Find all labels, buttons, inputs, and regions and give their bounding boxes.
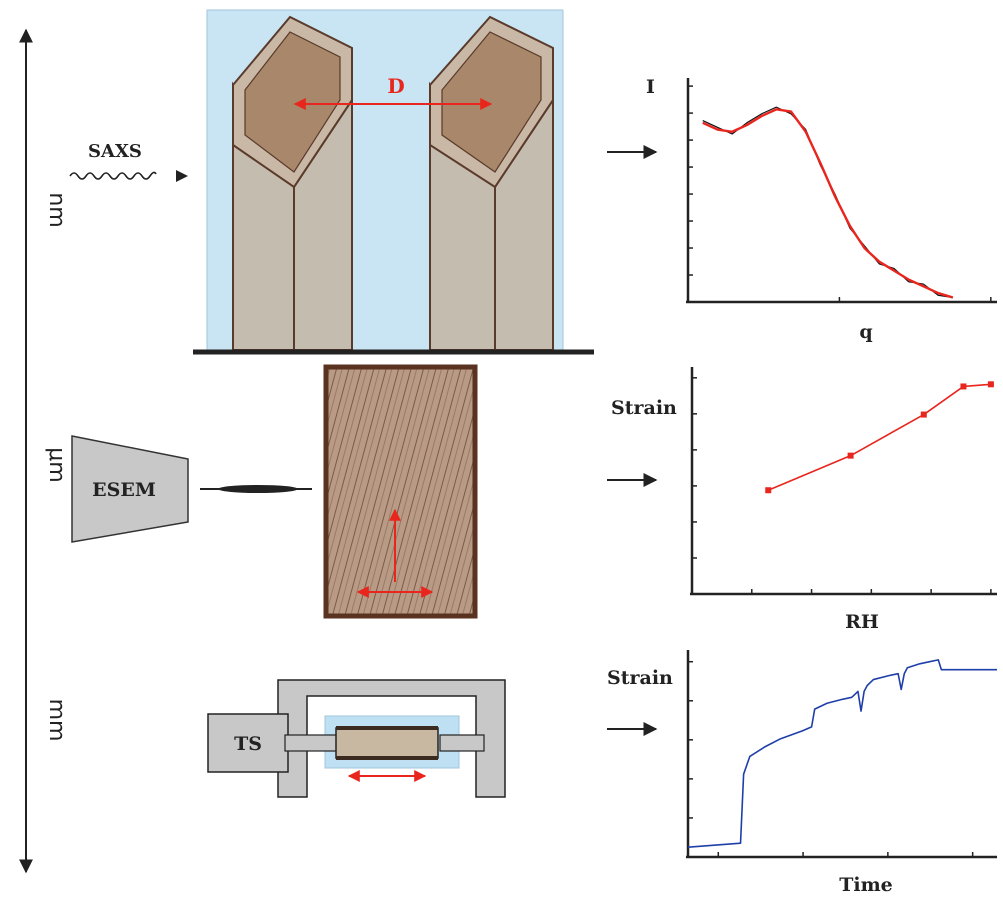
chart-saxs: I q [646,76,997,343]
scale-label-mm: mm [44,699,69,742]
ts-row: TS [207,679,506,798]
scale-label-um: μm [44,447,69,482]
chart-time-lines [687,659,997,848]
data-point [765,487,772,494]
series-line [687,659,997,848]
chart-rh-lines [765,381,994,494]
data-point [920,411,927,418]
chart-rh: Strain RH [611,367,997,633]
saxs-label: SAXS [88,141,142,162]
esem-label: ESEM [92,479,156,501]
esem-row: ESEM [71,364,478,619]
row-arrows [607,145,658,736]
ts-label: TS [234,733,262,755]
ts-frame [277,679,506,798]
chart-saxs-ticks [687,85,992,302]
chart-saxs-ylabel: I [646,76,655,98]
esem-detector [71,435,189,543]
data-point [987,381,994,388]
chart-time-ticks [688,660,974,857]
distance-label: D [387,74,404,98]
series-line [767,383,991,491]
ts-left-grip [284,734,341,752]
fibril-left [232,15,353,351]
chart-time-xlabel: Time [839,874,893,896]
ts-motor-box [207,713,289,773]
chart-time-ylabel: Strain [607,667,673,689]
chart-saxs-lines [702,106,954,299]
chart-rh-xlabel: RH [845,611,879,633]
xray-arrowhead [176,170,188,182]
chart-rh-ylabel: Strain [611,397,677,419]
chart-rh-ticks [692,377,992,594]
scale-axis: nm μm mm [19,28,69,874]
ts-sample [335,727,439,759]
xray-wave [69,171,157,180]
data-point [847,452,854,459]
data-point [960,383,967,390]
scale-label-nm: nm [44,192,69,227]
saxs-row: SAXS D [69,9,594,355]
ts-right-grip [439,734,485,752]
chart-time: Strain Time [607,650,997,896]
chart-saxs-xlabel: q [859,321,872,343]
series-line [702,108,954,299]
series-line [702,106,953,299]
wood-cell-block [323,364,478,619]
fibril-right [429,15,554,351]
esem-beam-focus [218,485,298,493]
